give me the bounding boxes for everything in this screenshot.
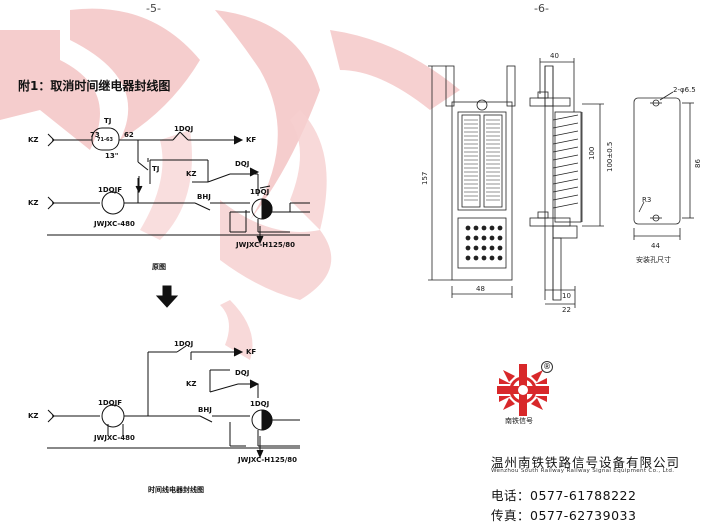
dqjf-label-bottom: 1DQJF [98, 399, 123, 407]
original-caption: 原图 [152, 263, 166, 271]
phone-number: 电话：0577-61788222 [491, 488, 637, 503]
dim-100-tolerance: 100±0.5 [606, 142, 614, 172]
fax-number: 传真：0577-62739033 [491, 508, 637, 523]
dim-44: 44 [651, 242, 660, 250]
kz-label-bottom-1: KZ [28, 412, 39, 420]
tj-label-2: TJ [152, 165, 160, 173]
registered-mark: ® [541, 361, 553, 373]
dqj-label-top: DQJ [235, 160, 250, 168]
dim-r3: R3 [642, 196, 651, 204]
company-logo [497, 364, 549, 416]
tj-73-label: 73 [90, 131, 100, 139]
bhj-label-bottom: BHJ [198, 406, 212, 414]
kz-label-bottom-2: KZ [186, 380, 197, 388]
dim-48: 48 [476, 285, 485, 293]
page-number-left: -5- [146, 2, 161, 15]
kf-label-top: KF [246, 136, 257, 144]
dqj1-label-top: 1DQJ [174, 125, 194, 133]
company-name-en: Wenzhou South Railway Railway Signal Equ… [491, 468, 675, 474]
jwjxc480-label-bottom: JWJXC-480 [94, 434, 135, 442]
dqjf-label-top: 1DQJF [98, 186, 123, 194]
logo-label: 南铁信号 [505, 417, 533, 425]
jwjxc125-label-bottom: JWJXC-H125/80 [238, 456, 298, 464]
tj-time-label: 13" [105, 152, 119, 160]
mount-caption: 安装孔尺寸 [636, 255, 671, 264]
kz-label-top-2: KZ [186, 170, 197, 178]
dim-157: 157 [421, 172, 429, 185]
dim-22: 22 [562, 306, 571, 314]
dim-10: 10 [562, 292, 571, 300]
page-number-right: -6- [534, 2, 549, 15]
kz-label-top-3: KZ [28, 199, 39, 207]
company-name: 温州南铁铁路信号设备有限公司 [491, 455, 681, 470]
jwjxc125-label-top: JWJXC-H125/80 [236, 241, 296, 249]
dim-hole: 2-φ6.5 [673, 86, 696, 94]
kf-label-bottom: KF [246, 348, 257, 356]
dqj-label-bottom: DQJ [235, 369, 250, 377]
dqj1-label-bottom: 1DQJ [174, 340, 194, 348]
dim-86: 86 [694, 159, 702, 168]
dim-40: 40 [550, 52, 559, 60]
bottom-caption: 时间线电器封线图 [148, 486, 204, 494]
tj-62-label: 62 [124, 131, 134, 139]
kz-label-top-1: KZ [28, 136, 39, 144]
tj-pins-label: 71-63 [97, 137, 113, 143]
dqj1-label-top-2: 1DQJ [250, 188, 270, 196]
tj-label: TJ [104, 117, 112, 125]
dqj1-label-bottom-2: 1DQJ [250, 400, 270, 408]
dim-100: 100 [588, 147, 596, 160]
bhj-label-top: BHJ [197, 193, 211, 201]
jwjxc480-label-top: JWJXC-480 [94, 220, 135, 228]
section-heading: 附1：取消时间继电器封线图 [18, 79, 171, 93]
